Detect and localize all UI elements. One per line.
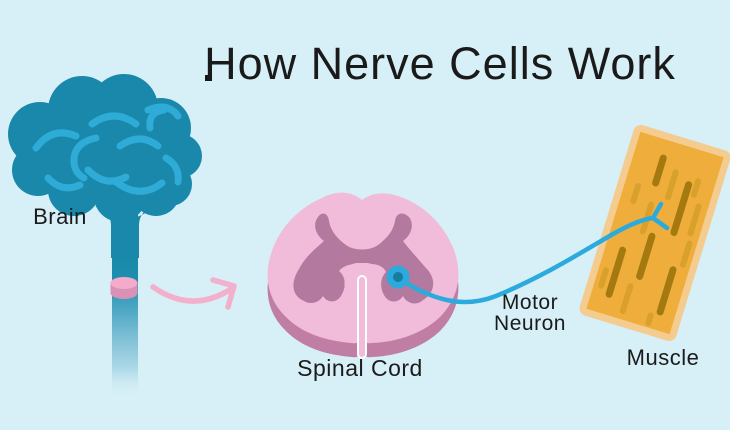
spinal-cord-illustration — [267, 192, 459, 359]
motor-neuron-nucleus — [393, 272, 403, 282]
muscle-body — [579, 124, 730, 342]
spinal-disk — [110, 277, 138, 299]
motor-neuron-label: Motor Neuron — [494, 291, 566, 335]
brain-label: Brain — [33, 204, 87, 229]
axon-terminal — [650, 201, 670, 231]
axon-line — [395, 201, 670, 305]
muscle-striations-dark — [605, 154, 693, 316]
signal-arrow-icon — [150, 277, 237, 310]
median-fissure — [357, 275, 367, 359]
brain-illustration — [8, 74, 202, 258]
muscle-label: Muscle — [626, 345, 700, 370]
spinal-cord-label: Spinal Cord — [297, 355, 423, 381]
artifact-mark — [205, 75, 212, 81]
brain-gyri-lines — [32, 103, 182, 195]
page-title: How Nerve Cells Work — [204, 38, 676, 89]
spinal-disk-top — [110, 277, 138, 289]
muscle-illustration — [579, 124, 730, 342]
